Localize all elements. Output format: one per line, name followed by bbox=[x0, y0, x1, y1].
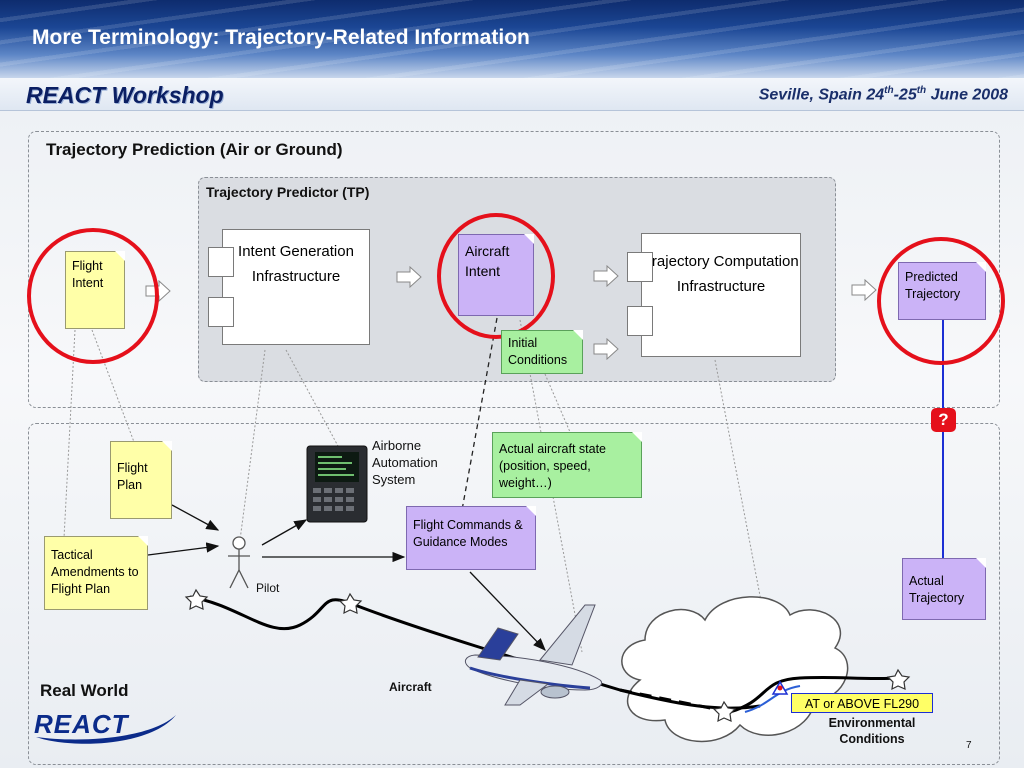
waypoint-2 bbox=[338, 592, 363, 615]
trajectory-computation-component: Trajectory Computation Infrastructure bbox=[641, 233, 801, 357]
trace-igi-aas bbox=[285, 349, 339, 447]
arrow-plan-pilot bbox=[171, 504, 220, 531]
aircraft-intent-link bbox=[461, 317, 498, 511]
arrow-pilot-aas bbox=[261, 519, 308, 546]
component-port bbox=[208, 297, 234, 327]
react-logo-text: REACT bbox=[34, 709, 129, 739]
blue-path bbox=[744, 685, 801, 713]
tactical-amendments-note: Tactical Amendments to Flight Plan bbox=[44, 536, 148, 610]
workshop-title: REACT Workshop bbox=[26, 82, 224, 108]
component-port bbox=[627, 306, 653, 336]
arrow-amend-pilot bbox=[147, 542, 220, 556]
airborne-automation-label: Airborne Automation System bbox=[372, 438, 438, 487]
page-number: 7 bbox=[966, 740, 972, 751]
tp-region-label: Trajectory Predictor (TP) bbox=[206, 184, 370, 200]
aircraft-illustration bbox=[464, 604, 603, 706]
waypoint-4 bbox=[886, 668, 911, 691]
highlight-circle-flight-intent bbox=[27, 228, 159, 364]
waypoint-1 bbox=[184, 588, 209, 611]
trace-igi-pilot bbox=[239, 349, 266, 541]
arrow-icon bbox=[396, 266, 422, 288]
aircraft-label: Aircraft bbox=[389, 680, 432, 694]
actual-trajectory-note: Actual Trajectory bbox=[902, 558, 986, 620]
arrow-icon bbox=[593, 338, 619, 360]
actual-trajectory-label: Actual Trajectory bbox=[909, 574, 965, 605]
environmental-conditions-label: Environmental Conditions bbox=[828, 716, 916, 746]
component-port bbox=[627, 252, 653, 282]
slide-title: More Terminology: Trajectory-Related Inf… bbox=[32, 26, 530, 49]
pilot-label: Pilot bbox=[256, 581, 280, 595]
react-logo-swoosh bbox=[36, 715, 176, 744]
flight-commands-note: Flight Commands & Guidance Modes bbox=[406, 506, 536, 570]
real-world-region bbox=[28, 423, 1000, 765]
path-tail bbox=[729, 675, 901, 714]
real-world-label: Real World bbox=[40, 681, 129, 700]
component-port bbox=[208, 247, 234, 277]
constraint-dot bbox=[777, 685, 783, 691]
trace-intent-amend bbox=[63, 329, 76, 539]
arrow-icon bbox=[851, 279, 877, 301]
waypoint-3 bbox=[712, 700, 737, 723]
arrow-commands-aircraft bbox=[469, 571, 546, 651]
highlight-circle-predicted bbox=[877, 237, 1005, 365]
venue-date: Seville, Spain 24th-25th June 2008 bbox=[758, 85, 1008, 104]
flight-plan-label: Flight Plan bbox=[117, 461, 148, 492]
arrow-icon bbox=[593, 265, 619, 287]
initial-conditions-note: Initial Conditions bbox=[501, 330, 583, 374]
initial-conditions-label: Initial Conditions bbox=[508, 336, 568, 367]
header-banner bbox=[0, 0, 1024, 78]
react-logo: REACT bbox=[30, 705, 180, 749]
pilot-figure bbox=[228, 536, 250, 589]
subheader-band bbox=[0, 78, 1024, 111]
trace-ic-state bbox=[544, 373, 571, 433]
fms-device bbox=[306, 445, 368, 523]
prediction-region-label: Trajectory Prediction (Air or Ground) bbox=[46, 140, 343, 159]
flight-plan-note: Flight Plan bbox=[110, 441, 172, 519]
tactical-amendments-label: Tactical Amendments to Flight Plan bbox=[51, 548, 139, 596]
cloud-shape bbox=[621, 596, 849, 743]
intent-generation-label: Intent Generation Infrastructure bbox=[238, 243, 354, 285]
actual-state-label: Actual aircraft state (position, speed, … bbox=[499, 442, 606, 490]
actual-state-note: Actual aircraft state (position, speed, … bbox=[492, 432, 642, 498]
flight-commands-label: Flight Commands & Guidance Modes bbox=[413, 518, 523, 549]
prediction-region bbox=[28, 131, 1000, 408]
intent-generation-component: Intent Generation Infrastructure bbox=[222, 229, 370, 345]
highlight-circle-aircraft-intent bbox=[437, 213, 555, 339]
trajectory-computation-label: Trajectory Computation Infrastructure bbox=[643, 253, 799, 295]
question-badge: ? bbox=[931, 408, 956, 432]
altitude-constraint-label: AT or ABOVE FL290 bbox=[791, 693, 933, 713]
